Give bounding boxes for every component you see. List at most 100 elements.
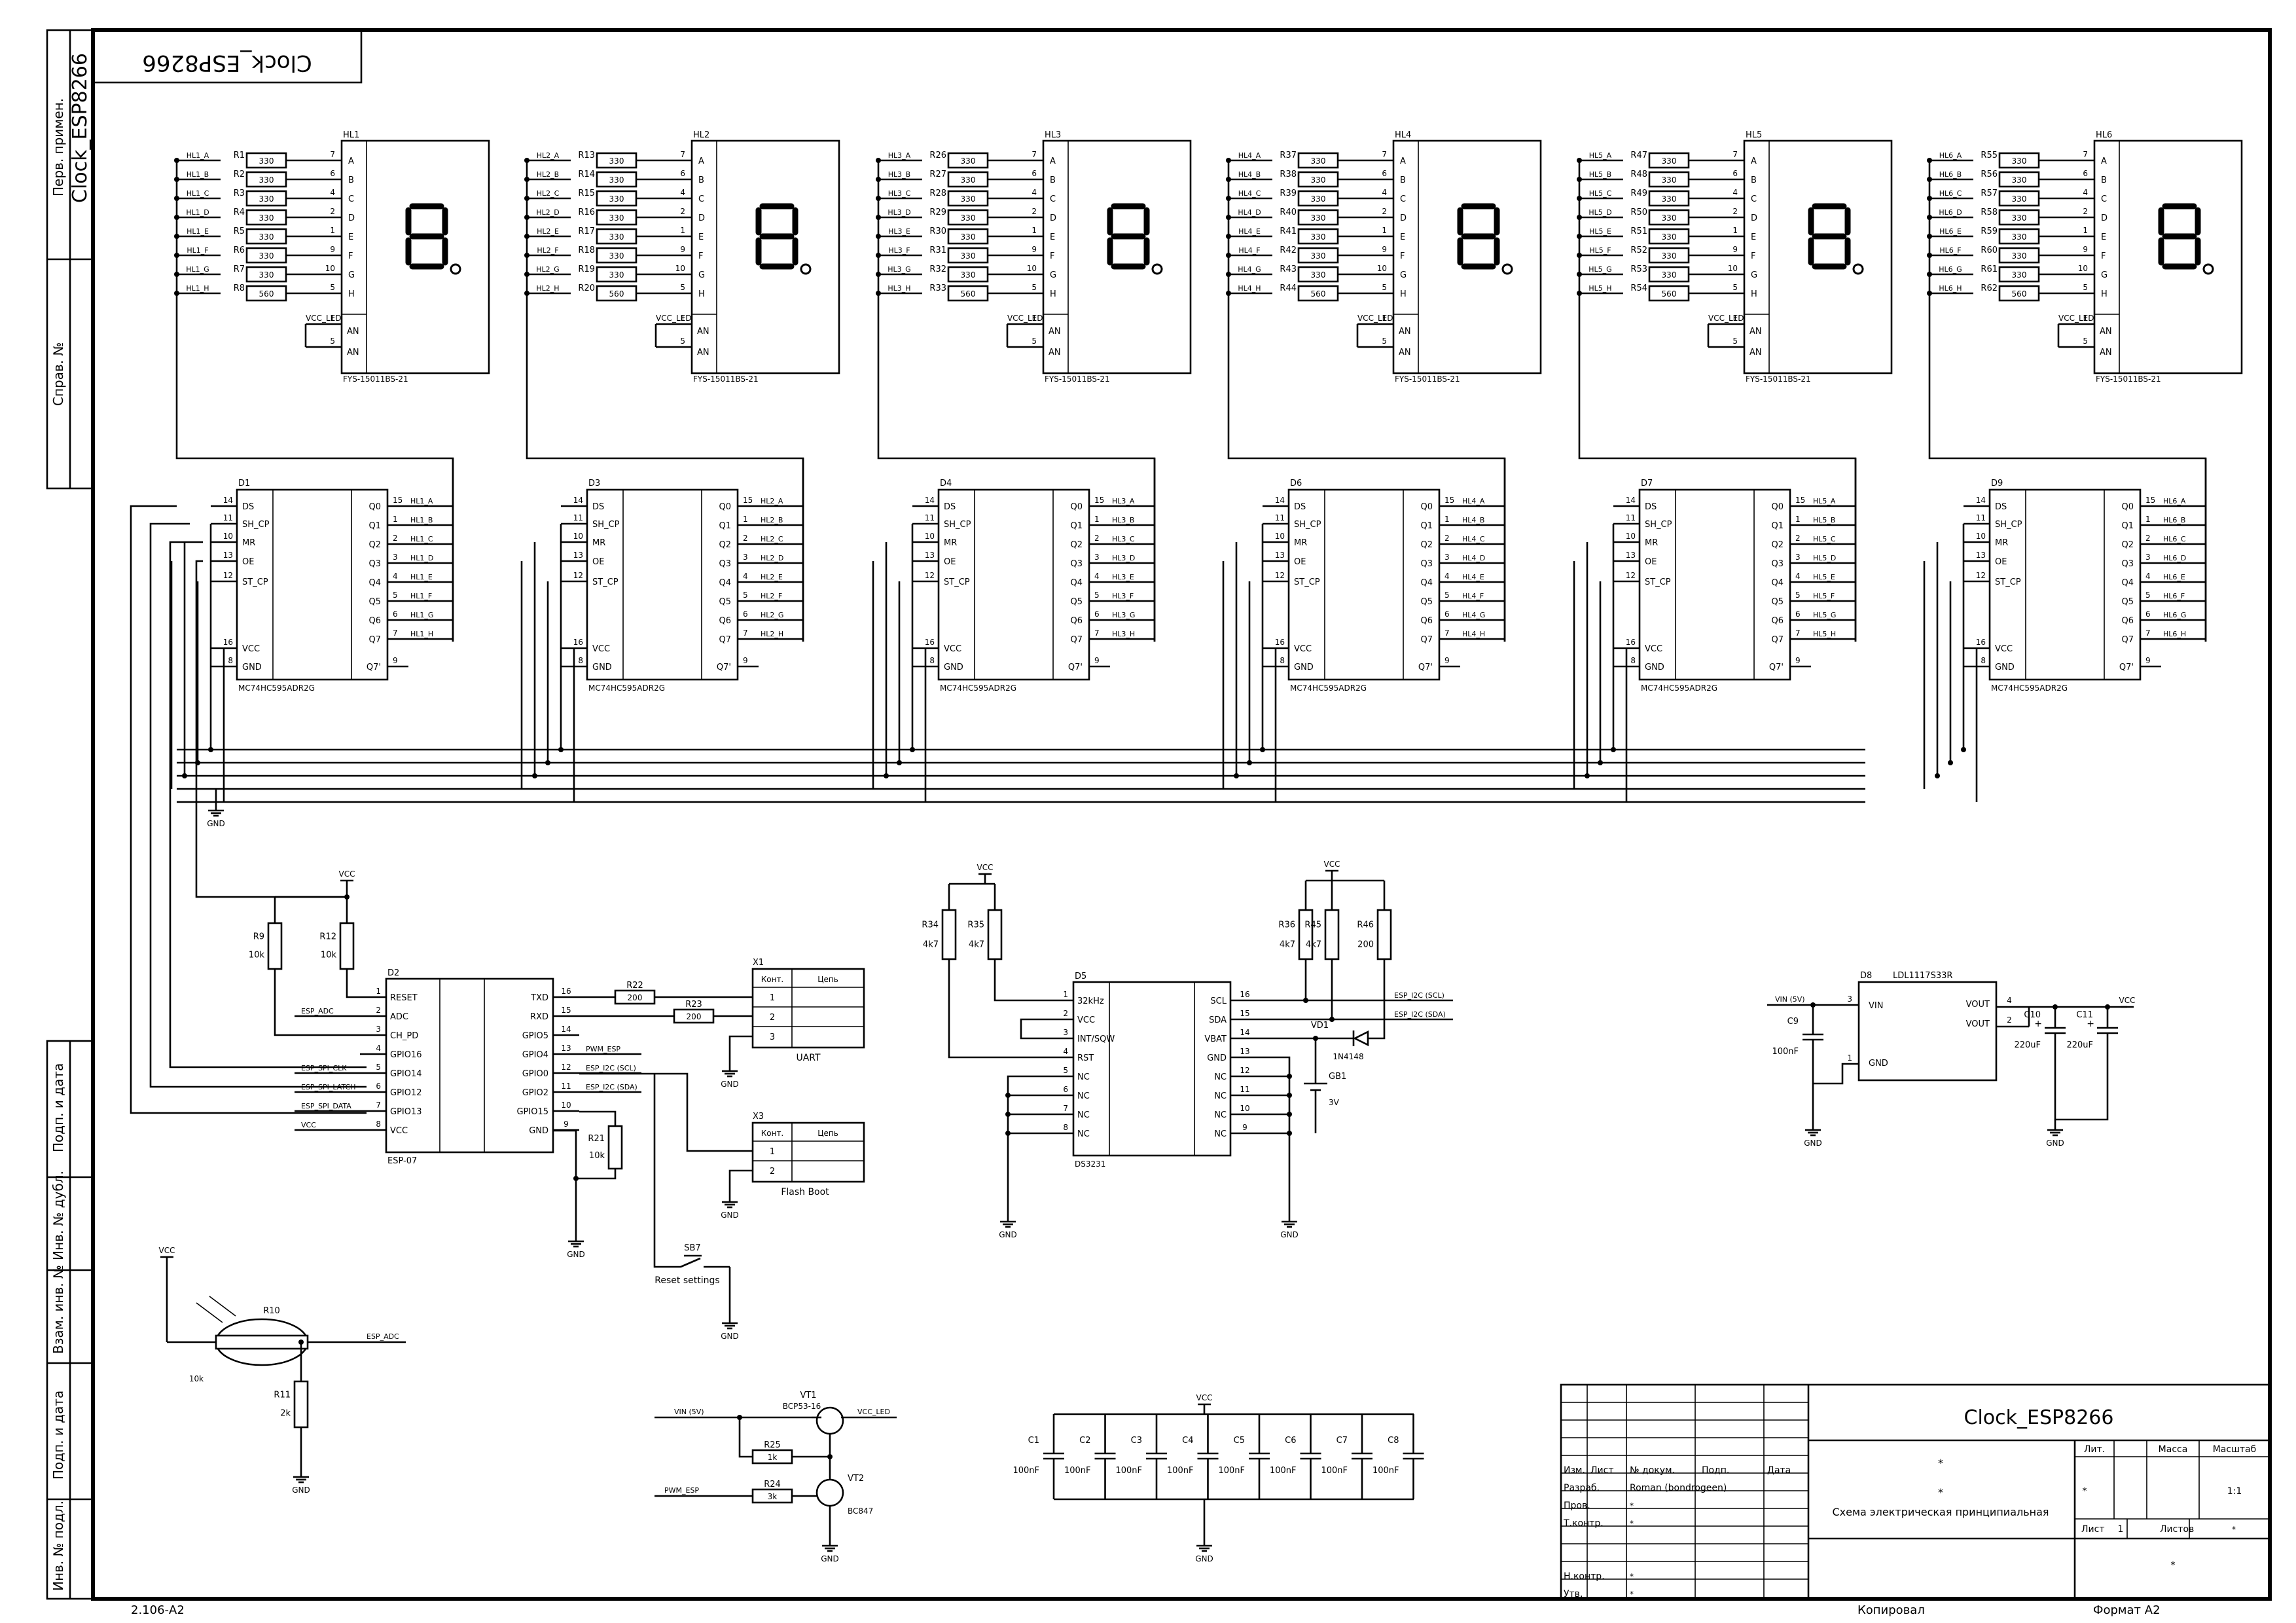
sr-pin-num: 10	[1275, 532, 1285, 541]
sr-net-label: HL6_H	[2163, 630, 2186, 638]
resistor-ref: R29	[929, 208, 946, 217]
spi-data-wire	[130, 505, 367, 1114]
resistor-ref: R33	[929, 283, 946, 293]
display-pin-num: 9	[1732, 245, 1738, 254]
sr-pin-name: Q4	[1070, 578, 1083, 588]
sr-pin-name: ST_CP	[1995, 577, 2021, 587]
sr-pin-name: VCC	[1294, 644, 1312, 654]
resistor-ref: R4	[234, 208, 245, 217]
sr-net-label: HL4_B	[1462, 516, 1484, 524]
vcc-wire	[195, 560, 347, 898]
x1-pin: 3	[770, 1032, 775, 1042]
display-pin-num: 1	[330, 226, 335, 235]
resistor-r21	[607, 1125, 623, 1170]
sr-pin-name: Q6	[1420, 616, 1433, 626]
display-pin-name: E	[1400, 232, 1405, 242]
sr-pin-num: 6	[393, 610, 398, 619]
display-pin-name: F	[2101, 251, 2106, 261]
resistor-ref: R27	[929, 170, 946, 179]
tb-listov: Листов	[2160, 1524, 2194, 1535]
resistor-value: 330	[609, 194, 624, 204]
resistor-r11-ref: R11	[274, 1391, 291, 1400]
sr-net-label: HL5_G	[1813, 611, 1836, 619]
display-part: FYS-15011BS-21	[1746, 374, 1811, 384]
sr-pin-name: Q7'	[367, 663, 381, 672]
resistor-ref: R17	[578, 227, 595, 236]
x3-header: Цепь	[817, 1129, 838, 1138]
sr-pin-num: 7	[1094, 629, 1100, 638]
resistor-value: 330	[1662, 156, 1677, 166]
sb-ref: SB7	[684, 1243, 700, 1253]
tb-list: Лист	[1590, 1465, 1613, 1476]
sr-pin-name: GND	[944, 663, 963, 672]
esp-pin-name: GPIO4	[522, 1050, 548, 1060]
sr-net-label: HL5_D	[1813, 554, 1836, 562]
spi-latch-wire	[149, 522, 367, 1088]
footer-code: 2.106-А2	[131, 1603, 185, 1617]
sr-pin-name: OE	[1294, 557, 1306, 567]
segment-net-label: HL1_H	[186, 284, 209, 293]
resistor-value: 330	[1311, 251, 1326, 261]
ldo-pin-vin: VIN	[1869, 1001, 1883, 1011]
resistor-value: 330	[609, 156, 624, 166]
segment-net-label: HL2_A	[537, 151, 560, 160]
resistor-ref: R6	[234, 246, 245, 255]
resistor-ref: R3	[234, 189, 245, 198]
sr-pin-num: 2	[1444, 534, 1450, 543]
sr-net-label: HL1_E	[410, 573, 433, 581]
sr-pin-name: Q3	[719, 559, 731, 569]
resistor-ref: R55	[1981, 151, 1998, 160]
capacitor-c8-ref: C8	[1388, 1436, 1399, 1446]
sr-pin-num: 9	[743, 656, 748, 665]
tb-star: *	[2171, 1560, 2176, 1571]
junction-dot	[532, 773, 537, 778]
display-part: FYS-15011BS-21	[1045, 374, 1110, 384]
display-pin-num: 7	[330, 150, 335, 159]
display-pin-name: G	[1050, 270, 1056, 280]
resistor-r45-ref: R45	[1304, 920, 1321, 930]
display-pin-name: G	[1751, 270, 1757, 280]
resistor-ref: R52	[1630, 246, 1647, 255]
sr-pin-num: 15	[743, 496, 753, 505]
display-pin-name: D	[1050, 213, 1056, 223]
sr-pin-num: 6	[1795, 610, 1801, 619]
sr-pin-name: Q2	[1420, 540, 1433, 550]
sr-pin-name: DS	[944, 502, 956, 512]
ldo-out-gnd-wire	[2054, 1033, 2109, 1121]
tb-star: *	[2083, 1486, 2087, 1497]
sr-pin-name: Q6	[368, 616, 381, 626]
esp-pin-name: RESET	[390, 993, 418, 1003]
sr-pin-name: Q3	[2121, 559, 2134, 569]
resistor-ref: R42	[1280, 246, 1297, 255]
sr-net-label: HL3_A	[1112, 497, 1135, 505]
gpio0-wire	[579, 1072, 753, 1152]
sr-net-label: HL1_F	[410, 592, 432, 600]
display-pin-name: G	[348, 270, 355, 280]
sr-pin-name: ST_CP	[1294, 577, 1320, 587]
x1-gnd-wire	[728, 1035, 753, 1061]
resistor-ref: R58	[1981, 208, 1998, 217]
x3-table	[751, 1122, 865, 1183]
segment-net-label: HL6_D	[1939, 208, 1962, 217]
anode-pin: 1	[330, 314, 335, 323]
display-pin-num: 2	[1031, 207, 1037, 216]
sr-pin-name: ST_CP	[1645, 577, 1671, 587]
resistor-ref: R8	[234, 283, 245, 293]
rtc-ref: D5	[1075, 972, 1086, 981]
resistor-ref: R14	[578, 170, 595, 179]
sr-pin-num: 11	[925, 513, 935, 522]
segment-net-label: HL2_E	[537, 227, 559, 236]
esp-net-label: ESP_ADC	[301, 1007, 334, 1015]
display-pin-name: G	[1400, 270, 1407, 280]
sr-pin-name: OE	[1645, 557, 1657, 567]
display-pin-name: D	[1400, 213, 1407, 223]
rtc-pin-name: GND	[1207, 1053, 1227, 1063]
display-pin-num: 10	[1728, 264, 1738, 273]
junction-dot	[1611, 747, 1616, 752]
ldr-light-arrow	[196, 1302, 223, 1323]
display-pin-name: A	[1400, 156, 1406, 166]
segment-net-label: HL3_D	[888, 208, 910, 217]
display-pin-name: A	[1751, 156, 1757, 166]
shift-registers-layer: D1MC74HC595ADR2G14DS11SH_CP10MR13OE12ST_…	[211, 458, 2207, 693]
resistor-value: 330	[1311, 156, 1326, 166]
